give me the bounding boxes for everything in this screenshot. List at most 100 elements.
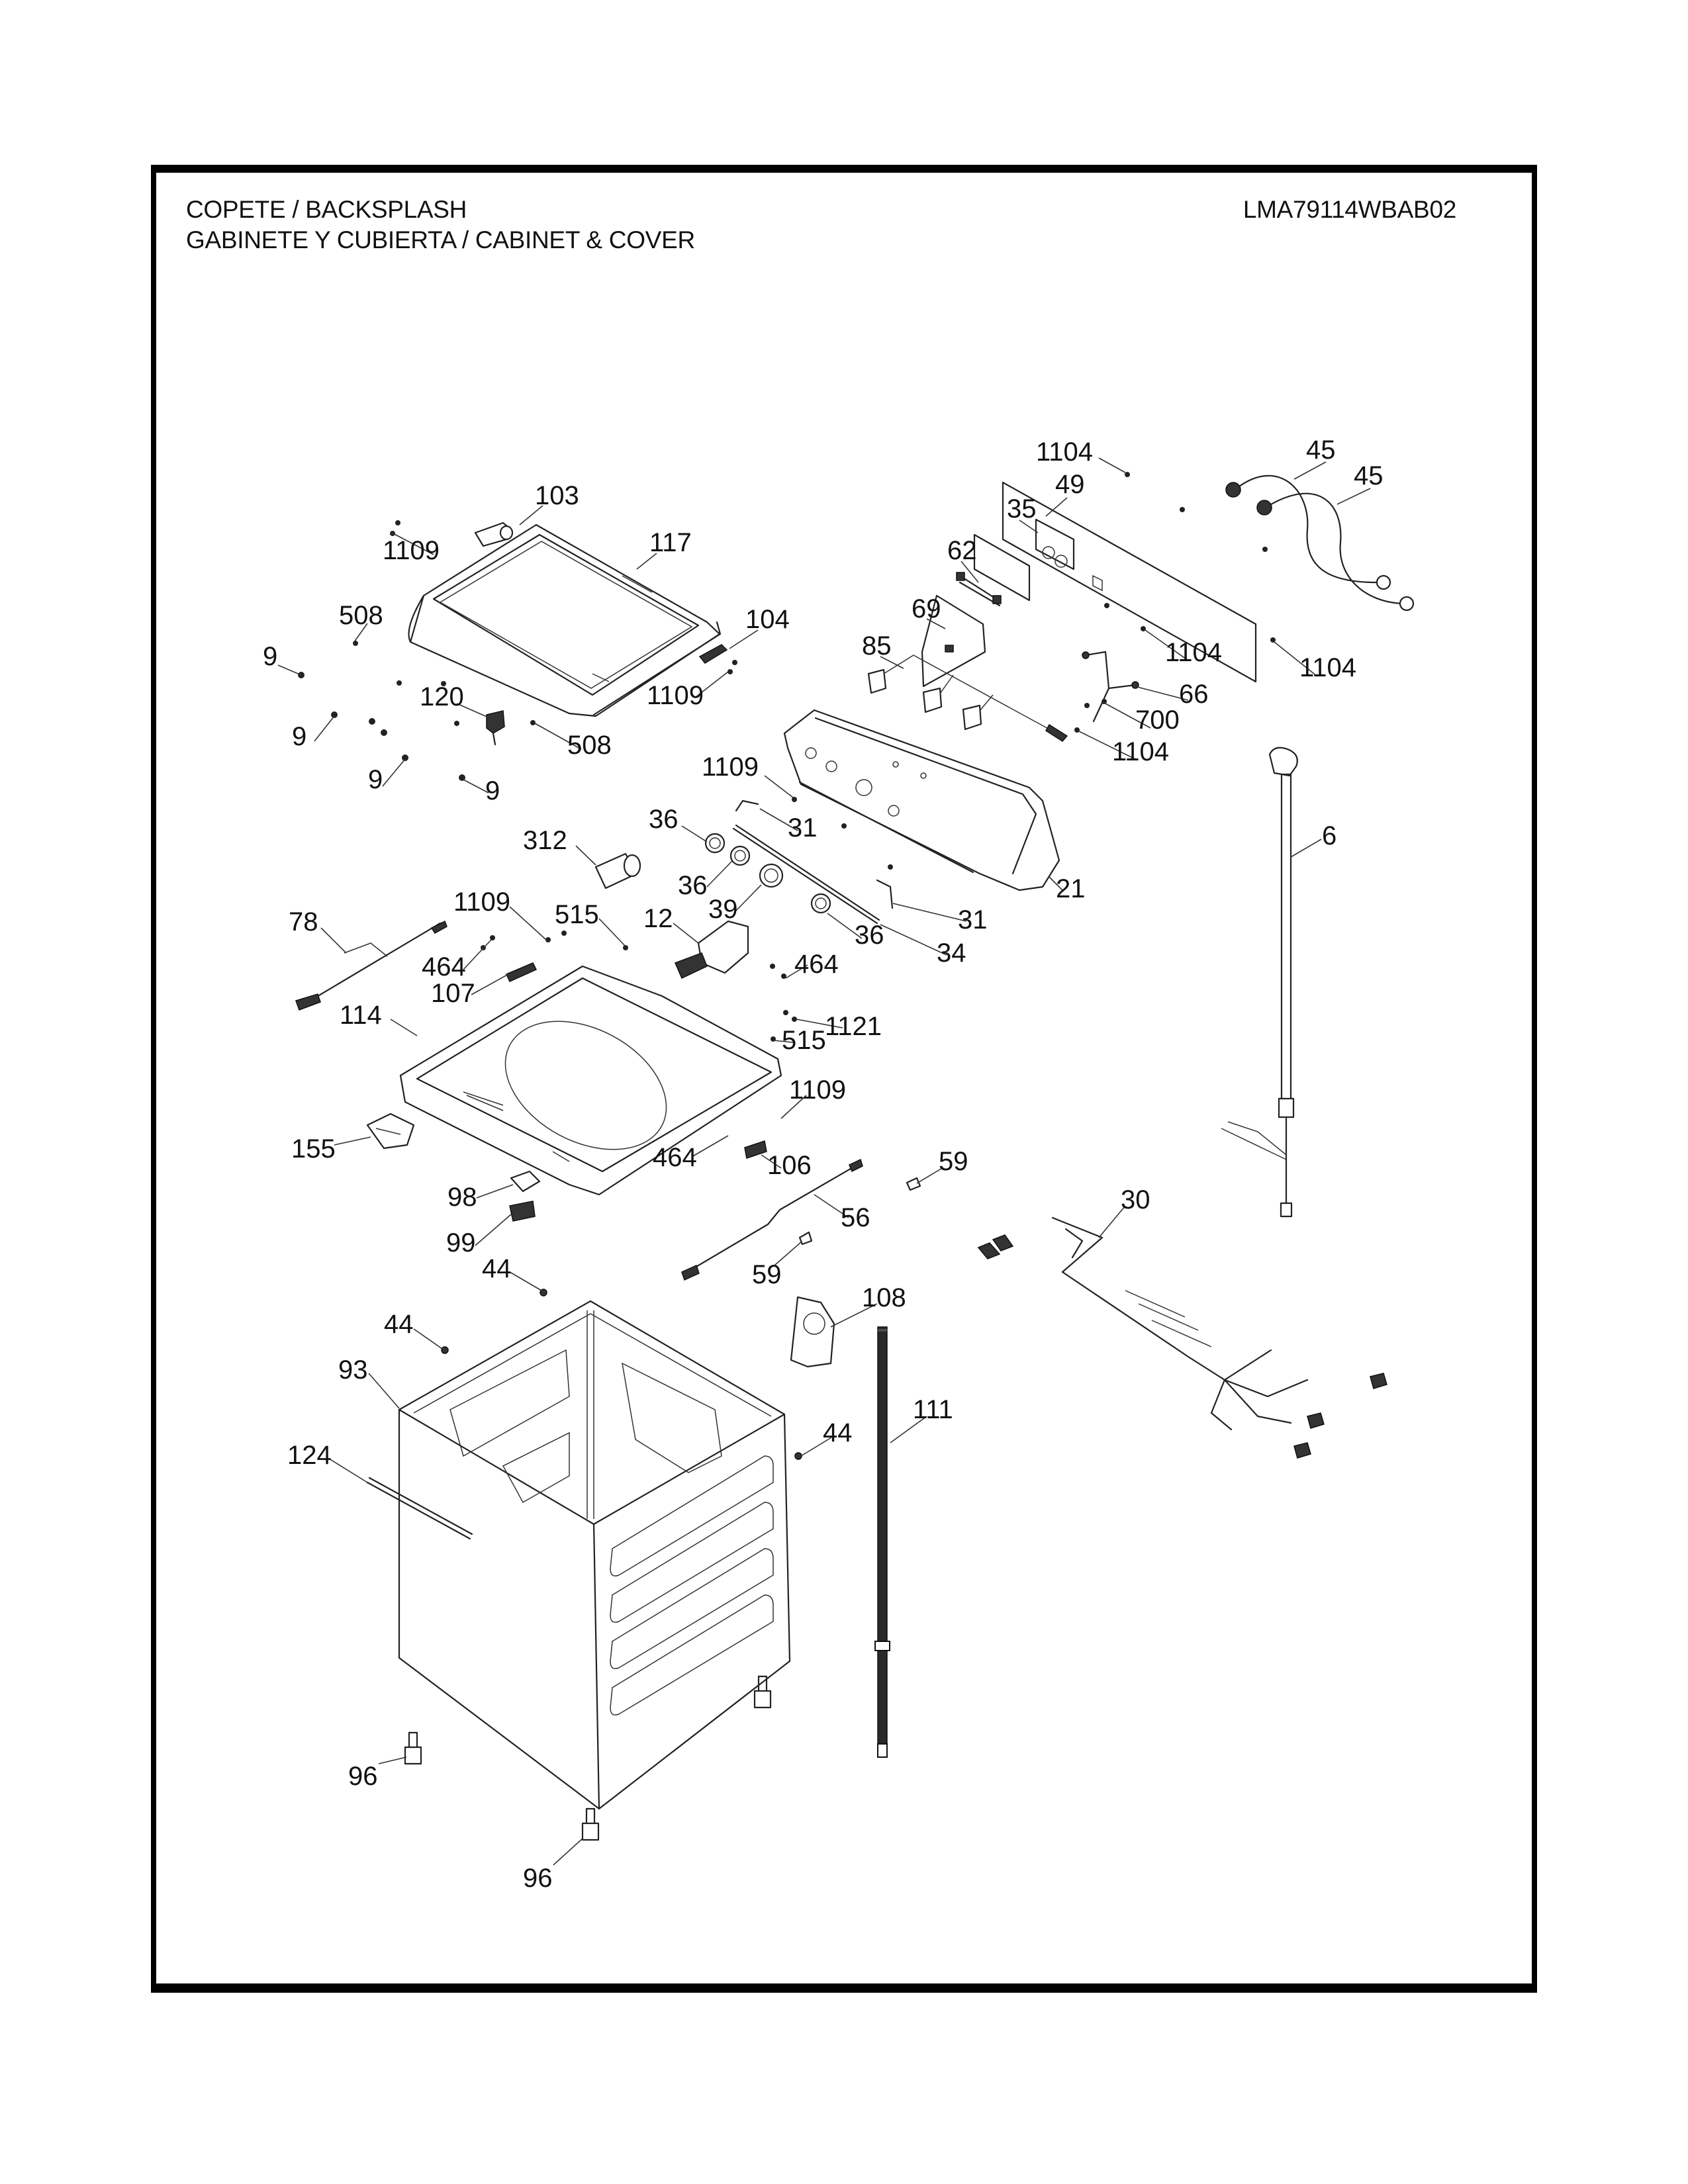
part-lid-lock-104[interactable] <box>698 644 728 664</box>
callout-label: 45 <box>1306 435 1336 465</box>
fasteners-rear-panel <box>1074 472 1276 733</box>
callout-label: 464 <box>653 1143 697 1172</box>
callout-label: 1104 <box>1036 437 1093 467</box>
callout-label: 515 <box>782 1026 826 1055</box>
callout-label: 34 <box>937 938 966 968</box>
part-hinge-103[interactable] <box>474 522 514 547</box>
callout-label: 464 <box>422 952 466 981</box>
callout-label: 6 <box>1322 821 1336 850</box>
part-power-cord-6[interactable] <box>1221 747 1298 1218</box>
callout-label: 36 <box>678 871 708 900</box>
callout-label: 1109 <box>383 536 440 565</box>
callout-label: 515 <box>555 900 599 929</box>
callout-label: 114 <box>340 1001 382 1030</box>
part-bleach-cup-98[interactable] <box>510 1170 541 1193</box>
part-rear-panel-49[interactable] <box>1002 481 1257 683</box>
callout-label: 93 <box>338 1355 368 1385</box>
callout-label: 508 <box>339 601 383 630</box>
section-title-backsplash: COPETE / BACKSPLASH <box>186 196 467 223</box>
part-control-board-69[interactable] <box>921 594 986 688</box>
part-cabinet-93[interactable] <box>398 1300 791 1810</box>
part-trim-34[interactable] <box>732 824 880 925</box>
part-wire-harness-30[interactable] <box>977 1216 1387 1459</box>
part-lid-117[interactable] <box>408 523 722 717</box>
callout-label: 49 <box>1055 470 1085 499</box>
callout-label: 98 <box>447 1183 477 1212</box>
callout-label: 155 <box>291 1134 336 1163</box>
part-water-valve-12[interactable] <box>674 920 749 979</box>
callout-label: 1109 <box>789 1075 846 1105</box>
part-switches-85[interactable] <box>867 655 1068 742</box>
part-switch-120[interactable] <box>486 710 505 746</box>
part-leveling-legs-96[interactable] <box>404 1675 772 1841</box>
callout-label: 9 <box>292 722 306 751</box>
callout-label: 103 <box>535 481 579 510</box>
part-sensor-99[interactable] <box>509 1201 536 1222</box>
callout-label: 104 <box>745 605 790 634</box>
callout-label: 59 <box>752 1260 782 1289</box>
section-title-cabinet-cover: GABINETE Y CUBIERTA / CABINET & COVER <box>186 226 695 253</box>
part-wiring-66[interactable] <box>1082 651 1139 723</box>
callout-labels: 1104 45 45 49 103 35 117 1109 62 69 508 … <box>263 435 1383 1893</box>
part-inlet-hoses-45[interactable] <box>1225 475 1415 612</box>
callout-label: 44 <box>384 1310 414 1339</box>
callout-label: 35 <box>1007 494 1037 523</box>
callout-label: 1109 <box>702 752 759 782</box>
part-overlay-35[interactable] <box>973 533 1031 602</box>
callout-label: 96 <box>348 1762 378 1791</box>
callout-label: 56 <box>841 1203 870 1232</box>
callout-label: 117 <box>649 528 692 557</box>
part-clips-59[interactable] <box>798 1177 921 1246</box>
callout-label: 66 <box>1179 680 1209 709</box>
callout-label: 78 <box>289 907 318 936</box>
part-wire-78[interactable] <box>295 920 447 1011</box>
part-switch-106[interactable] <box>744 1140 767 1159</box>
model-number: LMA79114WBAB02 <box>1243 196 1456 223</box>
part-dispenser-155[interactable] <box>366 1113 415 1150</box>
callout-label: 1104 <box>1299 653 1356 682</box>
callout-label: 9 <box>263 642 277 671</box>
leader-lines <box>277 457 1371 1866</box>
callout-label: 96 <box>523 1864 553 1893</box>
callout-label: 1121 <box>825 1012 882 1041</box>
callout-label: 85 <box>862 631 892 660</box>
callout-label: 9 <box>368 765 383 794</box>
part-knobs-36-39[interactable] <box>704 833 831 914</box>
callout-label: 44 <box>482 1254 512 1283</box>
callout-label: 69 <box>912 594 941 623</box>
callout-label: 124 <box>287 1441 332 1470</box>
callout-label: 111 <box>913 1395 953 1424</box>
callout-label: 700 <box>1135 705 1180 735</box>
part-pump-cover-108[interactable] <box>790 1296 835 1368</box>
callout-label: 120 <box>420 682 464 711</box>
fasteners-top-left <box>298 520 737 781</box>
part-clips-44 <box>441 1289 802 1460</box>
callout-label: 1104 <box>1165 638 1222 667</box>
part-wire-56[interactable] <box>681 1158 863 1281</box>
callout-label: 1109 <box>453 887 510 917</box>
part-top-panel-114[interactable] <box>399 965 782 1196</box>
callout-label: 36 <box>649 805 679 834</box>
part-capacitor-312[interactable] <box>594 852 641 889</box>
part-switch-107[interactable] <box>505 962 538 982</box>
callout-label: 106 <box>767 1151 812 1180</box>
callout-label: 30 <box>1121 1185 1150 1214</box>
part-end-caps-31[interactable] <box>735 799 894 909</box>
callout-label: 36 <box>855 921 884 950</box>
part-bracket-124[interactable] <box>366 1477 473 1540</box>
callout-label: 21 <box>1056 874 1086 903</box>
callout-label: 12 <box>643 904 673 933</box>
callout-label: 45 <box>1354 461 1383 490</box>
part-bracket-62[interactable] <box>956 572 1002 607</box>
callout-label: 31 <box>958 905 988 934</box>
callout-label: 107 <box>431 979 475 1008</box>
callout-label: 464 <box>794 950 839 979</box>
callout-label: 62 <box>947 536 977 565</box>
callout-label: 99 <box>446 1228 476 1257</box>
callout-label: 39 <box>708 895 738 924</box>
part-drain-hose-111[interactable] <box>874 1326 890 1758</box>
diagram-frame <box>151 165 1537 1993</box>
callout-label: 1104 <box>1112 737 1169 766</box>
part-backsplash-21[interactable] <box>783 709 1060 891</box>
